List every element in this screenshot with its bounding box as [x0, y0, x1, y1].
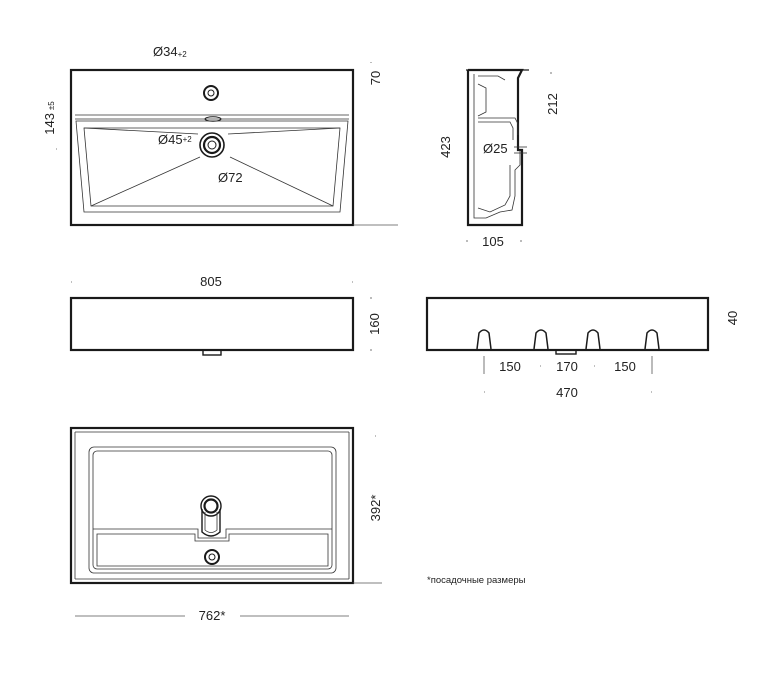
tap-hole	[203, 85, 219, 101]
drain-label: Ø45+2	[158, 132, 192, 147]
overflow-slot	[204, 116, 222, 122]
top-view: Ø34+2 Ø45+2 Ø72 70 143±5	[42, 44, 398, 227]
back-height-label: 40	[725, 311, 740, 325]
bottom-view-outline	[69, 426, 355, 585]
bottom-height-label: 392*	[368, 495, 383, 522]
drain-channel	[201, 509, 221, 537]
mounting-note: *посадочные размеры	[427, 575, 526, 586]
back-view: 40 150 170 150 470	[425, 296, 740, 400]
side-view-inner-profile	[477, 165, 511, 213]
side-view-inner-profile	[478, 117, 519, 135]
depth-label: 70	[368, 71, 383, 85]
tap-hole	[204, 549, 220, 565]
tap-hole-label: Ø34+2	[153, 44, 187, 59]
side-view-inner-profile	[477, 83, 487, 117]
drain-ring	[202, 135, 222, 155]
drain-outlet	[202, 349, 222, 356]
basin-inner-edge	[83, 127, 341, 207]
upper-label: 212	[545, 93, 560, 115]
drain-inner	[207, 140, 217, 150]
top-view-outline	[69, 68, 355, 227]
side-view-inner-profile	[478, 121, 514, 140]
basin-bottom-inner	[92, 450, 333, 570]
mounting-hole	[585, 329, 601, 350]
basin-bottom-outer	[88, 446, 337, 574]
front-width-label: 805	[200, 274, 222, 289]
front-height-label: 160	[367, 313, 382, 335]
side-view: 212 423 Ø25 105	[438, 68, 560, 249]
back-view-outline	[425, 296, 710, 352]
mounting-hole	[533, 329, 549, 350]
spacing-mid-label: 170	[556, 359, 578, 374]
side-width-label: 105	[482, 234, 504, 249]
total-label: 470	[556, 385, 578, 400]
mounting-hole	[644, 329, 660, 350]
front-channel	[96, 533, 329, 567]
drain-outer-label: Ø72	[218, 170, 243, 185]
basin-slope-line	[83, 127, 199, 135]
front-channel	[93, 528, 332, 539]
basin-slope-line	[90, 156, 201, 207]
tap-hole-inner	[208, 553, 216, 561]
drain-outer	[199, 132, 225, 158]
side-height-label: 423	[438, 136, 453, 158]
basin-slope-line	[227, 127, 341, 135]
spacing-right-label: 150	[614, 359, 636, 374]
side-view-inner-profile	[473, 74, 521, 219]
drain-outer	[200, 495, 222, 517]
tap-hole-inner	[207, 89, 215, 97]
drain-channel-inner	[204, 512, 218, 533]
height-label: 143±5	[42, 101, 57, 135]
mounting-hole	[476, 329, 492, 350]
basin-slope-line	[229, 156, 334, 207]
bottom-view: 392* 762* *посадочные размеры	[69, 426, 526, 623]
front-view-outline	[69, 296, 355, 352]
bottom-width-label: 762*	[199, 608, 226, 623]
pipe-label: Ø25	[483, 141, 508, 156]
side-view-inner-profile	[478, 75, 506, 81]
drain-outlet	[555, 349, 577, 355]
drain-ring	[203, 498, 219, 514]
basin-outer-edge	[75, 120, 349, 213]
spacing-left-label: 150	[499, 359, 521, 374]
front-view: 805 160	[69, 274, 382, 356]
